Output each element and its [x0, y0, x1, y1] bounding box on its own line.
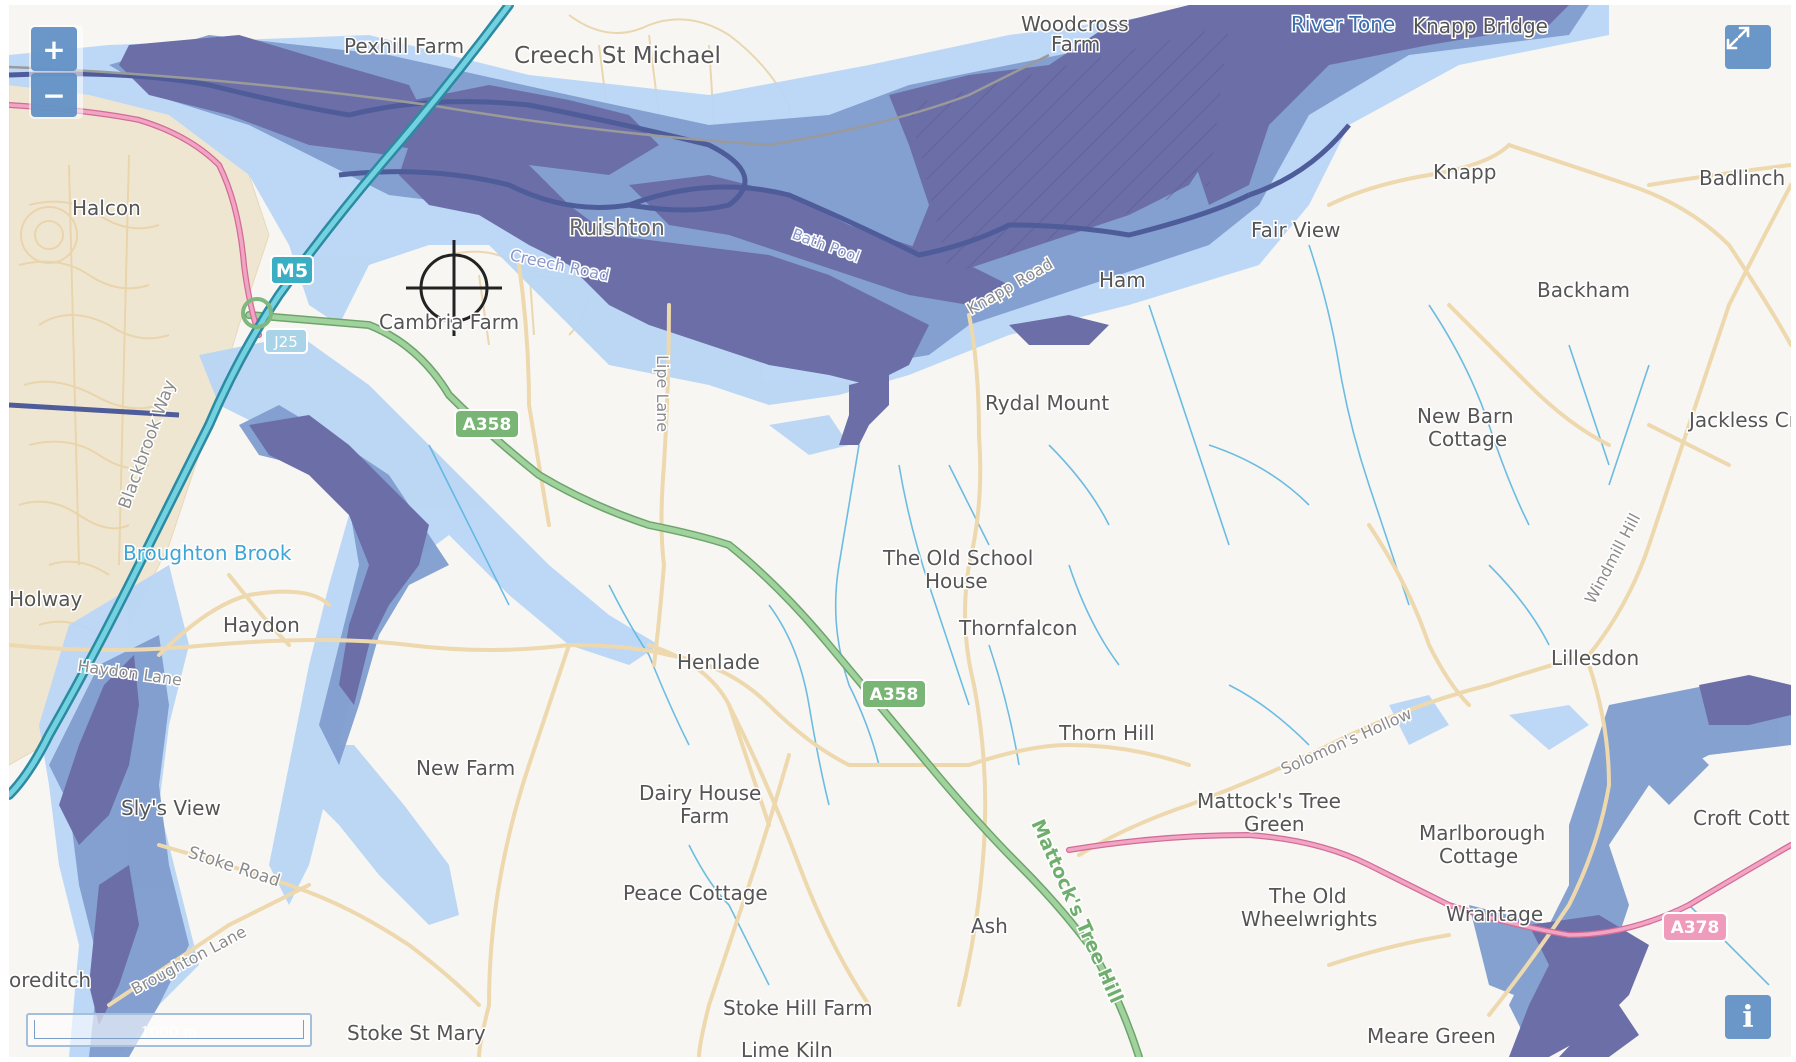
label-meare-green: Meare Green: [1367, 1024, 1496, 1048]
label-lime-kiln: Lime Kiln: [741, 1038, 833, 1057]
label-new-barn-cottage-2: Cottage: [1428, 427, 1507, 451]
scale-label: 1000 m: [140, 1023, 198, 1041]
minor-roads: [9, 143, 1791, 1057]
label-marlborough-cottage-2: Cottage: [1439, 844, 1518, 868]
expand-icon: [1726, 26, 1750, 50]
label-holway: Holway: [9, 587, 82, 611]
j25-shield: J25: [264, 328, 308, 354]
label-badlinch: Badlinch H: [1699, 166, 1791, 190]
a358-shield-2: A358: [861, 679, 927, 709]
label-mattocks-tree-green-2: Green: [1244, 812, 1305, 836]
label-peace-cottage: Peace Cottage: [623, 881, 768, 905]
label-ruishton: Ruishton: [569, 216, 665, 241]
scale-bar: 1000 m: [26, 1013, 312, 1047]
label-henlade: Henlade: [677, 650, 760, 674]
label-ash: Ash: [971, 914, 1008, 938]
label-knapp: Knapp: [1433, 160, 1496, 184]
label-thorn-hill: Thorn Hill: [1058, 721, 1155, 745]
zoom-in-button[interactable]: +: [31, 27, 77, 71]
label-new-farm: New Farm: [416, 756, 515, 780]
label-mattocks-tree-green-1: Mattock's Tree: [1197, 789, 1341, 813]
label-thornfalcon: Thornfalcon: [958, 616, 1077, 640]
label-fair-view: Fair View: [1251, 218, 1341, 242]
info-button[interactable]: i: [1725, 995, 1771, 1039]
m5-shield-label: M5: [276, 260, 308, 282]
label-backham: Backham: [1537, 278, 1630, 302]
label-wrantage: Wrantage: [1446, 902, 1543, 926]
label-stoke-hill-farm: Stoke Hill Farm: [723, 996, 873, 1020]
a358-shield-1: A358: [454, 409, 520, 439]
label-dairy-house-farm-1: Dairy House: [639, 781, 761, 805]
label-lillesdon: Lillesdon: [1551, 646, 1639, 670]
label-halcon: Halcon: [72, 196, 141, 220]
map-canvas[interactable]: M5 J25 A358 A358 A378 Pexhill Farm Creec…: [9, 5, 1791, 1057]
label-slys-view: Sly's View: [121, 796, 221, 820]
label-creech-st-michael: Creech St Michael: [514, 43, 721, 69]
scale-bar-line: [34, 1020, 304, 1039]
label-croft-cottage: Croft Cott: [1693, 806, 1790, 830]
label-stoke-st-mary: Stoke St Mary: [347, 1021, 486, 1045]
label-woodcross-farm-1: Woodcross: [1021, 12, 1129, 36]
j25-shield-label: J25: [273, 333, 298, 351]
a378-shield-label: A378: [1671, 918, 1720, 938]
label-broughton-brook: Broughton Brook: [123, 541, 292, 565]
a358-shield-1-label: A358: [463, 415, 512, 435]
label-old-wheelwrights-1: The Old: [1268, 884, 1347, 908]
streams: [428, 244, 1770, 986]
label-old-school-house-1: The Old School: [882, 546, 1033, 570]
label-new-barn-cottage-1: New Barn: [1417, 404, 1514, 428]
label-pexhill-farm: Pexhill Farm: [344, 34, 464, 58]
label-dairy-house-farm-2: Farm: [680, 804, 729, 828]
label-cambria-farm: Cambria Farm: [379, 310, 519, 334]
flood-map[interactable]: M5 J25 A358 A358 A378 Pexhill Farm Creec…: [9, 5, 1791, 1057]
label-haydon: Haydon: [223, 613, 300, 637]
label-river-tone: River Tone: [1291, 12, 1395, 36]
label-marlborough-cottage-1: Marlborough: [1419, 821, 1545, 845]
label-rydal-mount: Rydal Mount: [985, 391, 1109, 415]
label-lipe-lane: Lipe Lane: [653, 355, 672, 432]
label-old-school-house-2: House: [925, 569, 988, 593]
a358-road: [245, 311, 1143, 1057]
zoom-controls: + −: [29, 25, 83, 119]
pink-roads: [9, 102, 1791, 939]
field-boundaries: [909, 25, 1229, 275]
railway: [9, 53, 1050, 147]
label-shoreditch: oreditch: [9, 968, 91, 992]
label-jackless-cross: Jackless Cro: [1687, 408, 1791, 432]
location-marker-icon: [406, 240, 502, 336]
m5-shield: M5: [270, 255, 314, 285]
label-ham: Ham: [1099, 268, 1146, 292]
label-knapp-bridge: Knapp Bridge: [1413, 14, 1548, 38]
a358-shield-2-label: A358: [870, 685, 919, 705]
fullscreen-button[interactable]: [1725, 25, 1771, 69]
label-old-wheelwrights-2: Wheelwrights: [1241, 907, 1377, 931]
m5-motorway: [9, 5, 514, 800]
zoom-out-button[interactable]: −: [31, 73, 77, 117]
label-woodcross-farm-2: Farm: [1051, 32, 1100, 56]
a378-shield: A378: [1662, 912, 1728, 942]
river-tone: [9, 71, 1351, 418]
